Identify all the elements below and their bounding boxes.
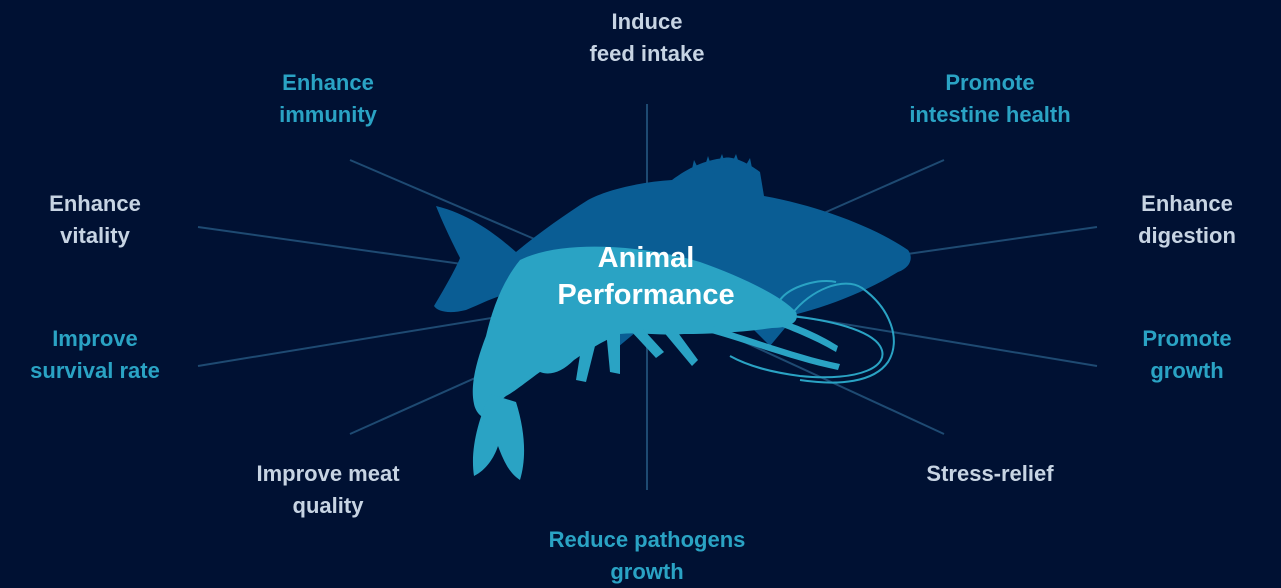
label-induce-feed-intake: Induce feed intake bbox=[590, 6, 705, 70]
spoke-left-low bbox=[197, 309, 541, 367]
label-line: growth bbox=[1150, 358, 1224, 383]
label-promote-growth: Promote growth bbox=[1142, 323, 1231, 387]
shrimp-antennae bbox=[729, 280, 895, 384]
label-promote-intestine-health: Promote intestine health bbox=[909, 67, 1070, 131]
center-title-line: Animal bbox=[597, 242, 695, 274]
label-line: Promote bbox=[945, 70, 1035, 95]
label-line: Promote bbox=[1142, 326, 1232, 351]
label-line: Enhance bbox=[49, 191, 141, 216]
label-stress-relief: Stress-relief bbox=[926, 458, 1053, 490]
label-line: vitality bbox=[60, 223, 130, 248]
label-line: quality bbox=[292, 493, 364, 518]
label-enhance-vitality: Enhance vitality bbox=[49, 188, 141, 252]
label-line: Enhance bbox=[282, 70, 374, 95]
label-improve-survival-rate: Improve survival rate bbox=[30, 323, 160, 387]
label-enhance-immunity: Enhance immunity bbox=[279, 67, 377, 131]
label-line: Improve meat bbox=[256, 461, 400, 486]
spoke-upper-left bbox=[349, 159, 561, 251]
label-line: Reduce pathogens bbox=[548, 527, 746, 552]
label-reduce-pathogens-growth: Reduce pathogens growth bbox=[549, 524, 746, 588]
label-line: feed intake bbox=[589, 41, 705, 66]
center-title-line: Performance bbox=[557, 279, 735, 311]
label-improve-meat-quality: Improve meat quality bbox=[256, 458, 399, 522]
label-line: Improve bbox=[52, 326, 138, 351]
center-title: Animal Performance bbox=[557, 240, 734, 314]
shrimp-silhouette-icon bbox=[472, 246, 840, 480]
label-line: Enhance bbox=[1141, 191, 1233, 216]
label-line: survival rate bbox=[30, 358, 160, 383]
label-line: digestion bbox=[1138, 223, 1236, 248]
spoke-lines bbox=[197, 104, 1098, 490]
spoke-lower-right bbox=[739, 339, 945, 435]
label-line: growth bbox=[610, 559, 684, 584]
label-line: Induce bbox=[611, 9, 683, 34]
label-enhance-digestion: Enhance digestion bbox=[1138, 188, 1236, 252]
label-line: immunity bbox=[279, 102, 377, 127]
label-line: Stress-relief bbox=[926, 461, 1054, 486]
label-line: intestine health bbox=[909, 102, 1071, 127]
